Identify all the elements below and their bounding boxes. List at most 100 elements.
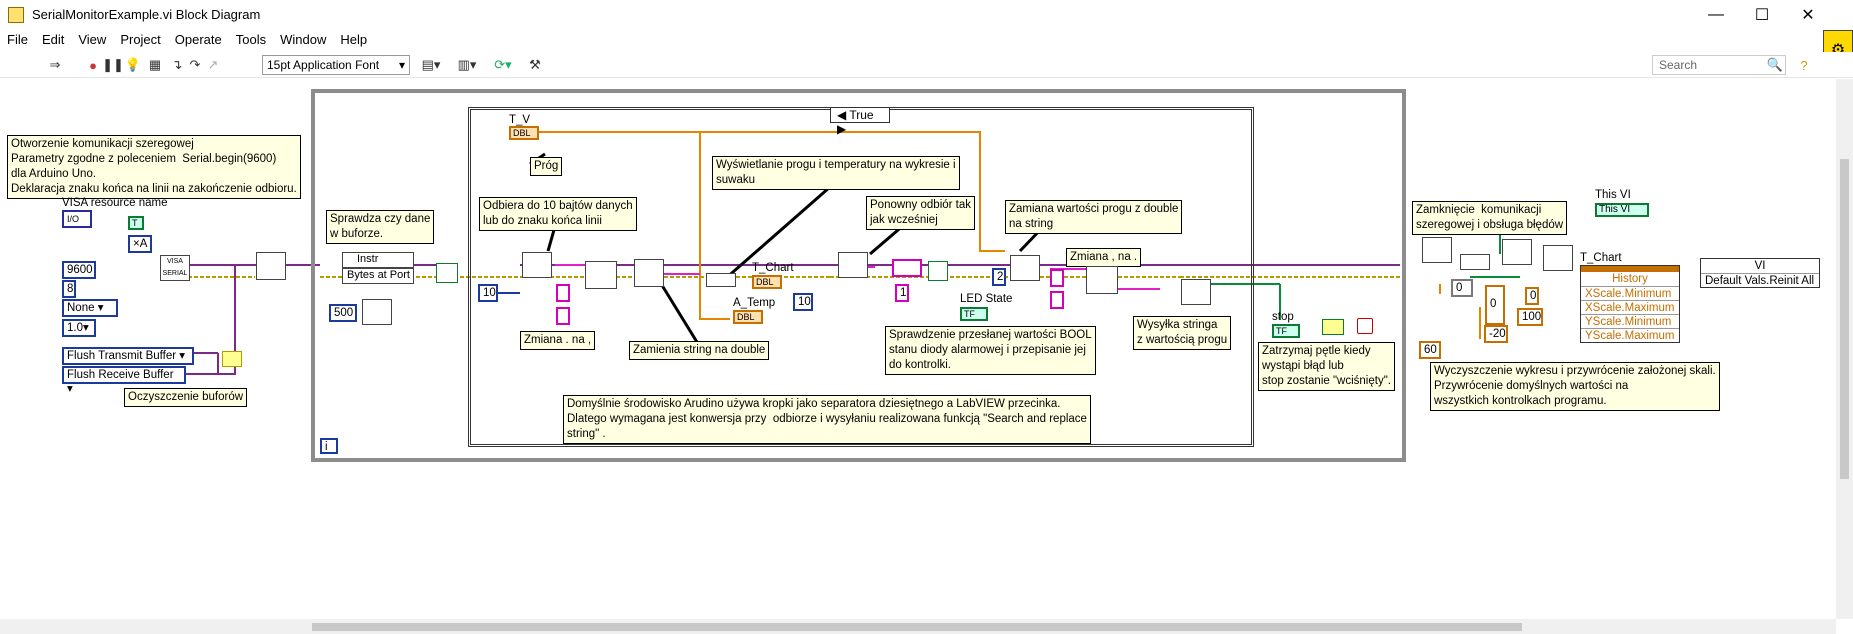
visa-write-node[interactable] xyxy=(1181,279,1211,305)
led-state-terminal[interactable]: TF xyxy=(960,307,988,321)
prop-history[interactable]: History xyxy=(1612,273,1648,285)
t-chart-label: T_Chart xyxy=(752,262,794,274)
number-to-string-node[interactable] xyxy=(1010,255,1040,281)
horizontal-scroll-thumb[interactable] xyxy=(312,623,1522,631)
prop-xscale-max[interactable]: XScale.Maximum xyxy=(1581,300,1679,314)
or-node[interactable] xyxy=(222,351,242,367)
yscale-min-const[interactable]: -20 xyxy=(1484,325,1508,343)
comment-swap-2: Zmiana , na . xyxy=(1066,248,1142,267)
flush-transmit-enum[interactable]: Flush Transmit Buffer ▾ xyxy=(62,347,194,365)
visa-read-node-1[interactable] xyxy=(522,252,552,278)
visa-read-node-2[interactable] xyxy=(838,252,868,278)
font-select[interactable]: 15pt Application Font▾ xyxy=(262,55,410,75)
byte-count-const-2[interactable]: 10 xyxy=(793,293,813,311)
comment-check-buffer: Sprawdza czy dane w buforze. xyxy=(326,210,435,244)
menu-edit[interactable]: Edit xyxy=(41,32,65,47)
prop-yscale-max[interactable]: YScale.Maximum xyxy=(1581,328,1679,342)
chart-property-node[interactable]: History XScale.Minimum XScale.Maximum YS… xyxy=(1580,265,1680,343)
highlight-execution-icon[interactable]: 💡 xyxy=(124,57,142,72)
history-element-const[interactable]: 0 xyxy=(1485,285,1505,325)
equal-node[interactable] xyxy=(928,261,948,281)
this-vi-ref[interactable]: This VI xyxy=(1595,203,1649,217)
search-string-const-1[interactable] xyxy=(556,284,570,302)
stop-bits-enum[interactable]: 1.0▾ xyxy=(62,319,96,337)
termchar-enable-const[interactable]: T xyxy=(128,216,144,230)
reinit-node[interactable] xyxy=(1543,245,1573,271)
a-temp-terminal[interactable]: DBL xyxy=(733,310,763,324)
bytes-at-port-property[interactable]: Bytes at Port xyxy=(342,268,414,284)
xscale-min-const[interactable]: 0 xyxy=(1525,287,1539,305)
cleanup-diagram-icon[interactable]: ⚒ xyxy=(529,57,541,72)
run-arrow-icon[interactable]: ⇒ xyxy=(49,57,61,72)
search-string-const-2[interactable] xyxy=(1050,269,1064,287)
baud-rate-const[interactable]: 9600 xyxy=(62,261,96,279)
data-bits-const[interactable]: 8 xyxy=(62,280,76,298)
flush-receive-enum[interactable]: Flush Receive Buffer ▾ xyxy=(62,366,186,395)
prop-yscale-min[interactable]: YScale.Minimum xyxy=(1581,314,1679,328)
xscale-max-const[interactable]: 100 xyxy=(1517,308,1543,326)
search-icon[interactable]: 🔍 xyxy=(1766,57,1784,72)
minimize-button[interactable]: — xyxy=(1708,6,1724,23)
horizontal-scrollbar[interactable] xyxy=(0,619,1836,634)
menu-file[interactable]: File xyxy=(7,32,28,47)
maximize-button[interactable]: ☐ xyxy=(1754,7,1770,24)
termchar-const[interactable]: ×A xyxy=(128,235,152,253)
pause-icon[interactable]: ❚❚ xyxy=(102,57,124,72)
case-selector[interactable]: ◀ True ▶ xyxy=(830,107,890,136)
search-input[interactable]: Search xyxy=(1652,55,1786,75)
menu-project[interactable]: Project xyxy=(120,32,161,47)
compare-value-const[interactable]: 1 xyxy=(895,284,909,302)
help-icon[interactable]: ? xyxy=(1800,57,1808,73)
menu-tools[interactable]: Tools xyxy=(235,32,267,47)
align-objects-icon[interactable]: ▤▾ xyxy=(421,57,441,72)
property-node-instr[interactable]: Instr xyxy=(342,252,414,268)
loop-condition-terminal[interactable] xyxy=(1357,318,1373,334)
visa-close-node[interactable] xyxy=(1422,237,1452,263)
stop-button-terminal[interactable]: TF xyxy=(1272,324,1300,338)
replace-string-const-2[interactable] xyxy=(1050,291,1064,309)
step-over-icon[interactable]: ↷ xyxy=(189,57,201,72)
build-array-node[interactable] xyxy=(706,273,736,287)
menu-help[interactable]: Help xyxy=(340,32,368,47)
byte-count-const-1[interactable]: 10 xyxy=(478,284,498,302)
t-v-terminal[interactable]: DBL xyxy=(509,126,539,140)
history-array-const[interactable]: 0 xyxy=(1451,279,1473,297)
vertical-scroll-thumb[interactable] xyxy=(1840,159,1849,479)
step-out-icon[interactable]: ↗ xyxy=(207,57,219,72)
parity-enum[interactable]: None ▾ xyxy=(62,299,118,317)
while-loop[interactable] xyxy=(311,89,1406,462)
clear-errors-node[interactable] xyxy=(1460,254,1490,270)
compare-string-const[interactable] xyxy=(892,259,922,277)
precision-const[interactable]: 2 xyxy=(992,268,1006,286)
or-node-stop[interactable] xyxy=(1322,319,1344,335)
retain-wire-values-icon[interactable]: ▦ xyxy=(148,57,162,72)
default-vals-method[interactable]: Default Vals.Reinit All xyxy=(1701,273,1819,287)
wait-ms-node[interactable] xyxy=(362,299,392,325)
t-chart-terminal[interactable]: DBL xyxy=(752,275,782,289)
greater-than-zero-node[interactable] xyxy=(436,263,458,283)
abort-icon[interactable]: ● xyxy=(89,57,97,73)
menu-window[interactable]: Window xyxy=(280,32,327,47)
visa-resource-control[interactable]: I/O xyxy=(62,210,92,228)
menu-operate[interactable]: Operate xyxy=(174,32,222,47)
distribute-objects-icon[interactable]: ▥▾ xyxy=(457,57,477,72)
simple-error-handler-node[interactable] xyxy=(1502,239,1532,265)
vi-invoke-node[interactable]: VI Default Vals.Reinit All xyxy=(1700,258,1820,288)
prop-xscale-min[interactable]: XScale.Minimum xyxy=(1581,286,1679,300)
menu-view[interactable]: View xyxy=(78,32,107,47)
replace-string-const-1[interactable] xyxy=(556,307,570,325)
wait-ms-const[interactable]: 500 xyxy=(329,304,357,322)
close-button[interactable]: ✕ xyxy=(1801,7,1815,24)
menu-bar: File Edit View Project Operate Tools Win… xyxy=(0,30,1853,52)
vertical-scrollbar[interactable] xyxy=(1836,79,1853,619)
search-replace-node-1[interactable] xyxy=(585,261,617,289)
block-diagram-canvas[interactable]: Otworzenie komunikacji szeregowej Parame… xyxy=(0,79,1836,619)
stop-bits-value: 1.0 xyxy=(67,322,83,334)
reorder-icon[interactable]: ⟳▾ xyxy=(494,57,512,72)
search-replace-node-2[interactable] xyxy=(1086,266,1118,294)
yscale-max-const[interactable]: 60 xyxy=(1419,341,1441,359)
visa-flush-node[interactable] xyxy=(256,252,286,280)
fract-exp-string-to-number-node[interactable] xyxy=(634,259,664,287)
step-into-icon[interactable]: ↴ xyxy=(171,57,183,72)
